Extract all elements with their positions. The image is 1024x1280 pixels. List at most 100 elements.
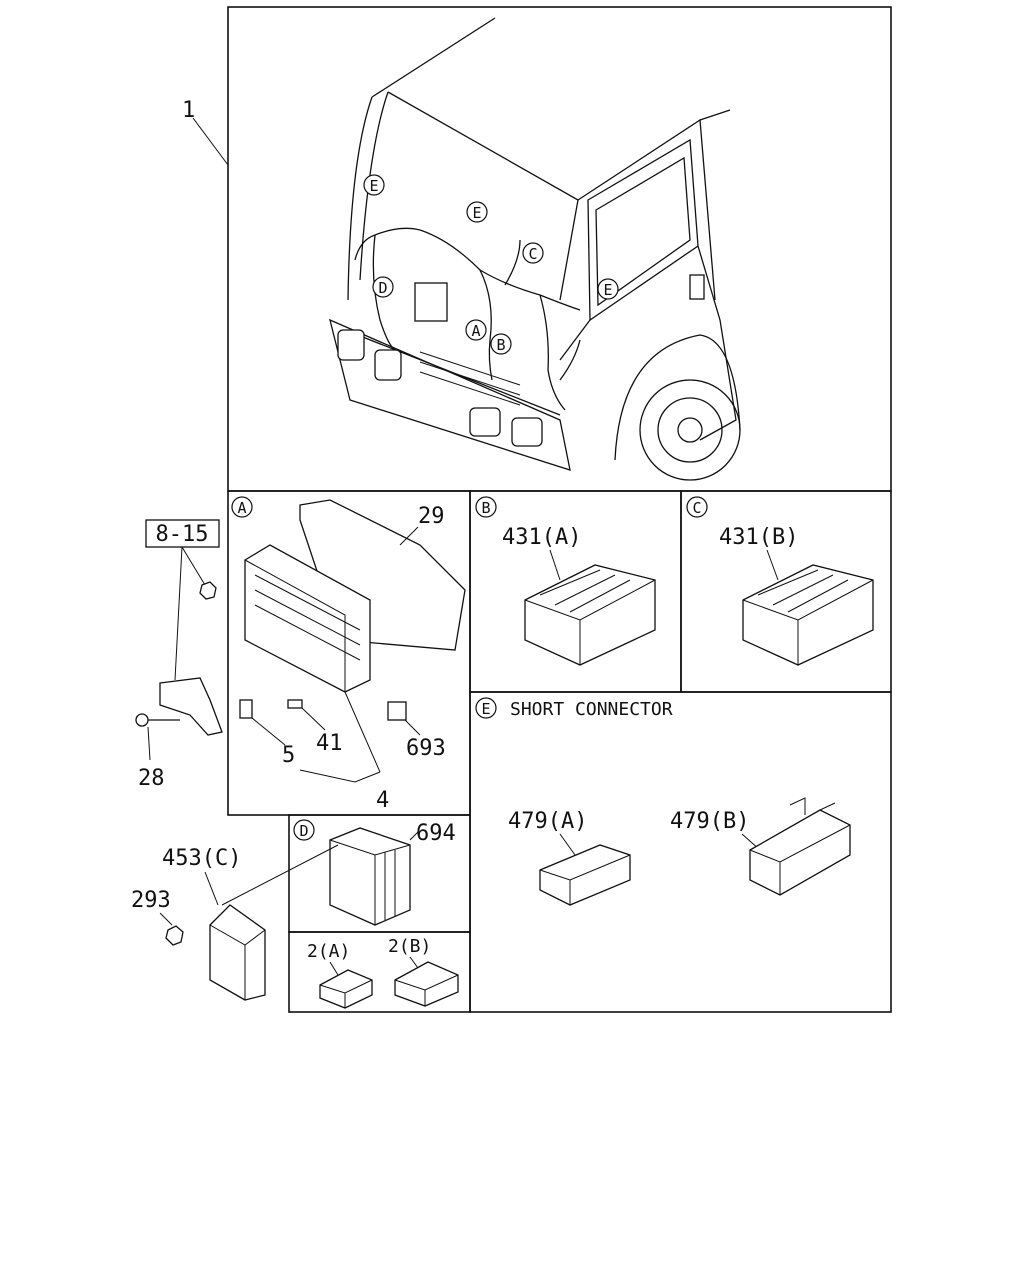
harness-up-branch [504, 239, 521, 286]
relay-2b-part [394, 961, 459, 1007]
frame-truck [227, 6, 892, 492]
section-b-marker-circle [475, 496, 497, 518]
connector-431a [524, 564, 656, 666]
leader-2b [409, 956, 419, 969]
harness-center-branch [479, 269, 493, 381]
truck-relay-box [414, 282, 448, 322]
leader-28 [147, 726, 151, 761]
section-c-marker-circle [686, 496, 708, 518]
fuse-box-body [244, 544, 371, 693]
section-e-marker-circle [475, 697, 497, 719]
wheel-hub [677, 417, 703, 443]
leader-2a [329, 961, 339, 976]
callout-28: 28 [138, 766, 165, 791]
headlamp-left-1 [337, 329, 365, 361]
truck-marker-d: D [378, 279, 387, 297]
frame-relays [288, 931, 471, 1013]
fender [614, 334, 741, 461]
relay-2a-part [319, 969, 373, 1009]
truck-marker-e1: E [369, 177, 378, 195]
callout-431b: 431(B) [719, 525, 798, 550]
callout-431a: 431(A) [502, 525, 581, 550]
truck-marker-a: A [471, 322, 480, 340]
callout-1: 1 [182, 98, 195, 123]
callout-2b: 2(B) [388, 936, 431, 957]
truck-marker-b-circle [490, 333, 512, 355]
front-bumper [329, 318, 571, 471]
callout-453c: 453(C) [162, 846, 241, 871]
truck-illustration: E E C E D A B [329, 17, 741, 481]
leader-453c-mount [221, 844, 339, 906]
headlamp-right-1 [469, 407, 501, 437]
ecu-453c-part [209, 904, 266, 1001]
leader-1 [192, 117, 229, 166]
wheel-rim [657, 397, 723, 463]
cab-roof-line [371, 17, 496, 98]
bracket-part [159, 677, 223, 736]
section-d-marker: D [299, 822, 308, 840]
leader-293 [159, 912, 173, 926]
cab-left-edge [347, 96, 373, 301]
connector-431b [742, 564, 874, 666]
callout-479a: 479(A) [508, 809, 587, 834]
connector-479a [539, 844, 631, 906]
section-d-marker-circle [293, 819, 315, 841]
callout-29: 29 [418, 504, 445, 529]
leader-694 [409, 831, 419, 841]
leader-431a [549, 549, 561, 581]
section-a-marker-circle [231, 496, 253, 518]
headlamp-left-2 [374, 349, 402, 381]
leader-431b [766, 549, 779, 581]
callout-4: 4 [376, 788, 389, 813]
door-window-inner [595, 156, 691, 307]
truck-marker-e3: E [603, 281, 612, 299]
fuse-41-part [287, 699, 303, 709]
fuse-box-edge [244, 559, 346, 692]
connector-479b [749, 797, 851, 896]
truck-marker-c: C [528, 245, 537, 263]
truck-marker-a-circle [465, 319, 487, 341]
harness-left-branch [372, 234, 396, 351]
callout-694: 694 [416, 821, 456, 846]
section-e-title: SHORT CONNECTOR [510, 699, 673, 720]
callout-693: 693 [406, 736, 446, 761]
callout-293: 293 [131, 888, 171, 913]
relay-693-part [387, 701, 407, 721]
door-outline [559, 245, 737, 441]
nut-293-icon [165, 925, 184, 946]
section-c-marker: C [692, 499, 701, 517]
callout-41: 41 [316, 731, 343, 756]
harness-side-branch [559, 339, 581, 381]
truck-marker-e3-circle [597, 278, 619, 300]
truck-marker-e1-circle [363, 174, 385, 196]
section-b-marker: B [481, 499, 490, 517]
leader-453c [204, 871, 219, 906]
wheel-outer [639, 379, 741, 481]
callout-479b: 479(B) [670, 809, 749, 834]
truck-marker-b: B [496, 336, 505, 354]
nut-icon [199, 581, 217, 600]
fuse-5-part [239, 699, 253, 719]
leader-5-41 [251, 707, 326, 746]
windshield-left [359, 91, 389, 281]
ref-box-8-15 [145, 519, 220, 548]
truck-marker-c-circle [522, 242, 544, 264]
truck-marker-e2-circle [466, 201, 488, 223]
truck-marker-d-circle [372, 276, 394, 298]
leader-8-15 [174, 546, 206, 681]
callout-2a: 2(A) [307, 941, 350, 962]
fuse-box-slots [254, 574, 361, 661]
harness-main [354, 227, 581, 311]
panel-frames [227, 6, 892, 1013]
bolt-head-icon [135, 713, 149, 727]
leader-693 [404, 719, 421, 736]
leader-479a [559, 833, 576, 856]
ecu-694-part [329, 827, 411, 926]
headlamp-right-2 [511, 417, 543, 447]
section-a-marker: A [237, 499, 246, 517]
grille [419, 351, 521, 406]
windshield-right [387, 91, 579, 301]
leader-4 [299, 691, 381, 783]
cab-top-right [577, 118, 716, 301]
